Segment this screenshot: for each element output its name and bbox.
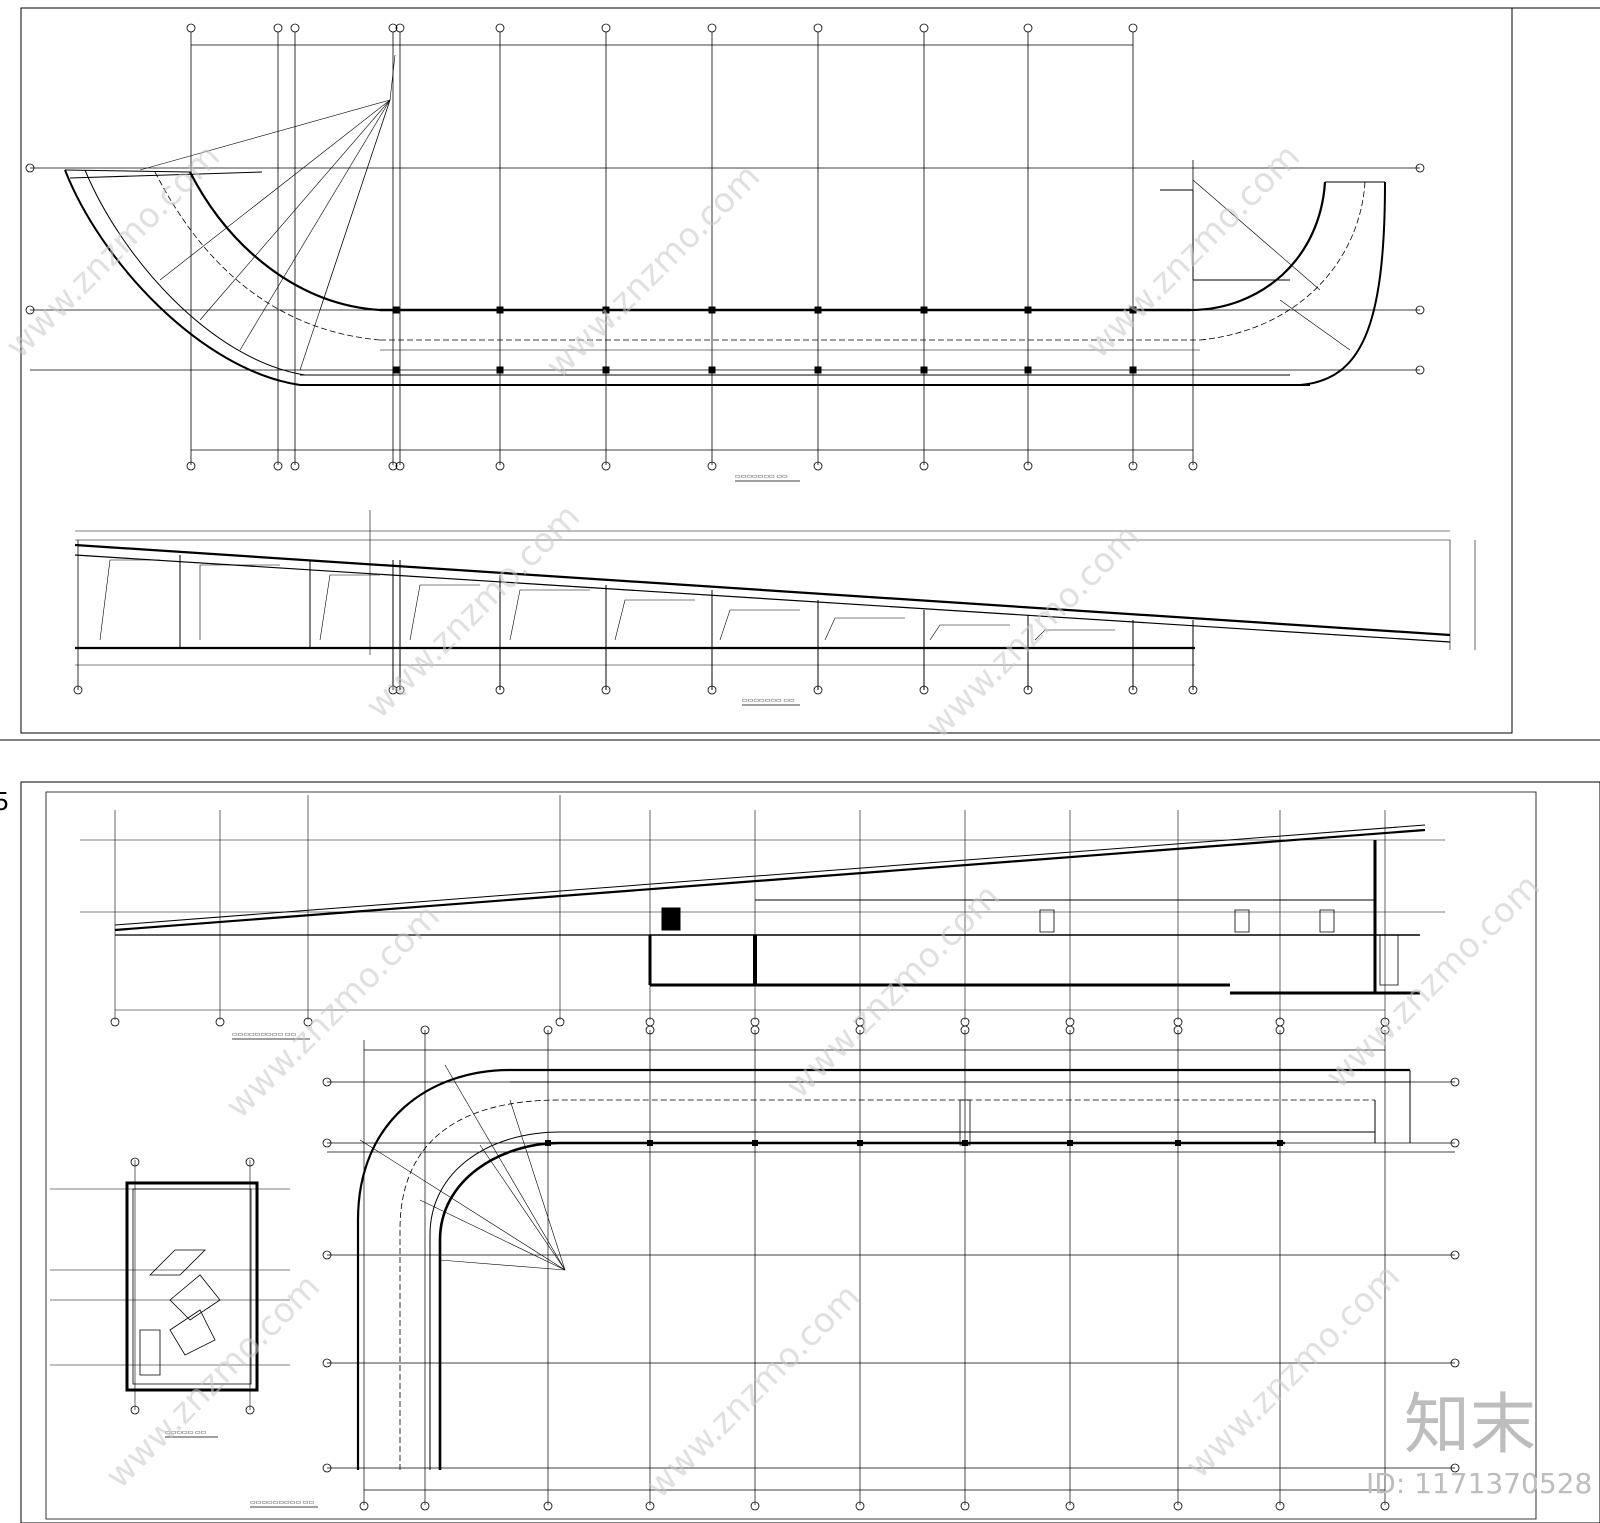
watermark-text: www.znzmo.com (1178, 1256, 1408, 1486)
section-top (75, 510, 1475, 690)
plan-top-columns (393, 307, 1136, 373)
section-top-caption: ▭▭▭▭▭▭▭ ▭▭ (742, 698, 795, 704)
plan-top-ramp-straight (300, 310, 1310, 385)
watermark-text: www.znzmo.com (1318, 866, 1548, 1096)
watermark-text: www.znzmo.com (218, 896, 448, 1126)
watermark-text: www.znzmo.com (98, 1266, 328, 1496)
plan-bottom-bubbles (323, 1026, 1459, 1510)
watermark-layer: www.znzmo.com www.znzmo.com www.znzmo.co… (0, 136, 1548, 1506)
sheet-bottom: ▭▭▭▭▭▭▭▭▭ ▭▭ (21, 782, 1600, 1523)
brand-logo-text: 知末 (1404, 1386, 1536, 1463)
plan-bottom-columns (545, 1140, 1283, 1146)
plan-top-caption: ▭▭▭▭▭▭▭ ▭▭ (735, 474, 788, 480)
stair-detail-caption: ▭▭▭▭▭ ▭▭ (165, 1430, 207, 1436)
sheet-bottom-frame (21, 782, 1600, 1523)
plan-top-ramp-left (65, 55, 395, 385)
plan-top-grid (30, 32, 1420, 465)
watermark-text: www.znzmo.com (778, 876, 1008, 1106)
plan-top-grid-bubbles (26, 24, 1424, 470)
plan-bottom-caption: ▭▭▭▭▭▭▭▭▭ ▭▭ (250, 1500, 314, 1506)
page-index-mark: 5 (0, 786, 8, 816)
section-bottom-bubbles (111, 1018, 1389, 1026)
watermark-text: www.znzmo.com (638, 1276, 868, 1506)
asset-id-text: ID: 1171370528 (1366, 1467, 1592, 1500)
plan-top-ramp-right (1160, 180, 1385, 385)
sheet-top: ▭▭▭▭▭▭▭ ▭▭ (0, 8, 1600, 740)
watermark-text: www.znzmo.com (918, 516, 1148, 746)
watermark-text: www.znzmo.com (538, 156, 768, 386)
section-bottom (80, 795, 1445, 1020)
plan-bottom-grid (327, 1030, 1455, 1505)
section-bottom-caption: ▭▭▭▭▭▭▭▭▭ ▭▭ (232, 1032, 296, 1038)
section-top-bubbles (74, 686, 1197, 694)
stair-detail-drawing (50, 1158, 290, 1414)
